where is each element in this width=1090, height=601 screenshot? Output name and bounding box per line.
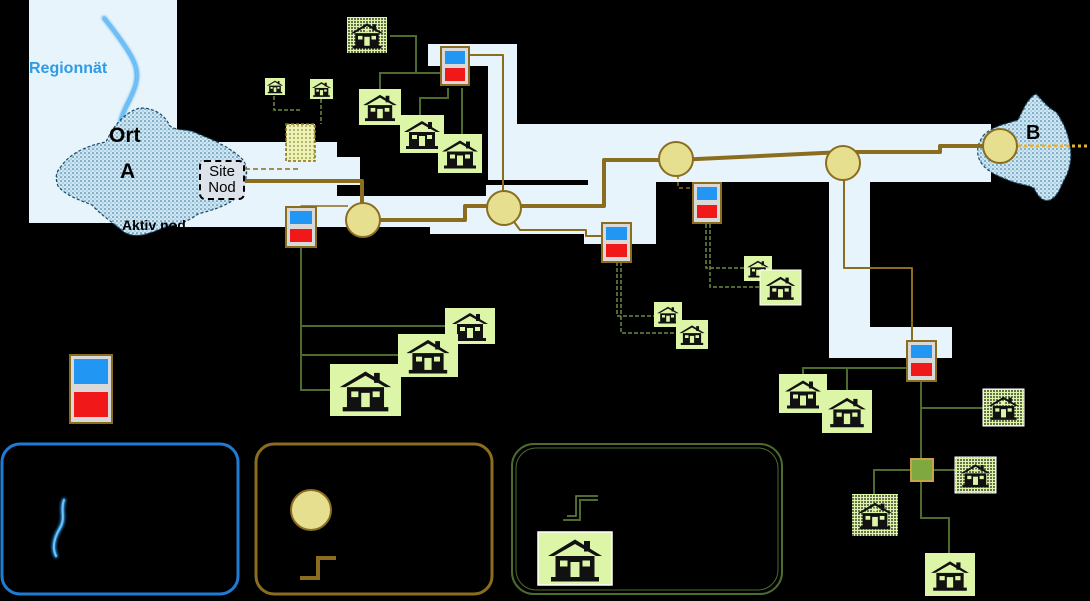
cabinet-icon bbox=[285, 206, 317, 248]
cabinets bbox=[69, 46, 937, 424]
feeder-dashed bbox=[273, 96, 765, 334]
regional-network-label: Regionnät bbox=[29, 60, 108, 77]
point-a-label: A bbox=[120, 160, 136, 183]
legend-feeder-icon bbox=[563, 499, 598, 521]
house-icon bbox=[954, 456, 997, 494]
house-icon bbox=[982, 388, 1025, 427]
legend-cabinet-icon bbox=[69, 354, 113, 424]
site-node-line1: Site bbox=[209, 163, 235, 180]
house-icon bbox=[265, 78, 285, 95]
legend-fiber-cable-icon bbox=[300, 556, 336, 580]
house-icon bbox=[359, 89, 401, 125]
house-icon bbox=[310, 79, 333, 99]
site-node-line2: Nod bbox=[208, 179, 236, 196]
house-icon bbox=[398, 334, 458, 377]
house-icon bbox=[852, 494, 898, 536]
house-icon bbox=[779, 374, 827, 413]
legend-box-trunk bbox=[254, 442, 494, 596]
point-b-label: B bbox=[1026, 122, 1041, 144]
point-c-label: C bbox=[1016, 90, 1027, 106]
cabinet-icon bbox=[906, 340, 937, 382]
splice-node-icon bbox=[982, 128, 1018, 164]
cabinet-icon bbox=[440, 46, 470, 86]
house-icon bbox=[347, 17, 387, 53]
town-label: Ort bbox=[109, 124, 141, 147]
splice-node-icon bbox=[658, 141, 694, 177]
active-node-label: Aktiv nod bbox=[122, 217, 186, 233]
splice-node-icon bbox=[486, 190, 522, 226]
house-icon bbox=[822, 390, 872, 433]
house-icon bbox=[438, 134, 482, 173]
cabinet-icon bbox=[692, 182, 722, 224]
feeder-lines bbox=[300, 35, 984, 554]
cabinet-icon bbox=[601, 222, 632, 263]
corridor-north bbox=[428, 44, 588, 180]
distribution-point-icon bbox=[910, 458, 934, 482]
legend-box-regional bbox=[0, 442, 240, 596]
house-icon bbox=[676, 320, 708, 349]
legend-splice-node-icon bbox=[290, 489, 332, 531]
house-icon bbox=[925, 553, 975, 596]
house-icon bbox=[759, 269, 802, 306]
house-icon bbox=[400, 115, 444, 153]
legend bbox=[0, 442, 783, 596]
splice-node-icon bbox=[345, 202, 381, 238]
site-node: Site Nod bbox=[199, 160, 245, 200]
legend-house-icon bbox=[537, 531, 613, 586]
splice-node-icon bbox=[825, 145, 861, 181]
splice-nodes bbox=[345, 128, 1018, 238]
planned-node-icon bbox=[285, 123, 316, 162]
corridor-main bbox=[177, 124, 991, 358]
house-icon bbox=[330, 364, 401, 416]
legend-box-access bbox=[511, 443, 783, 595]
houses bbox=[265, 17, 1025, 596]
